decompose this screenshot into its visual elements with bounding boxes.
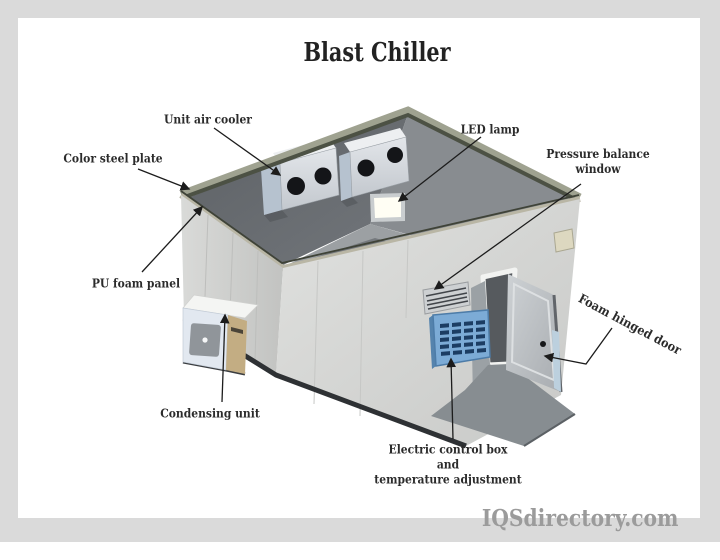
label-text: and	[436, 456, 460, 472]
label-condensing-unit: Condensing unit	[160, 406, 260, 421]
fan-4	[387, 147, 403, 163]
label-text: Electric control box	[388, 441, 508, 457]
floor-shadow	[310, 238, 430, 277]
roof-rim	[179, 106, 582, 272]
label-text: window	[575, 161, 621, 176]
page-title: Blast Chiller	[303, 38, 451, 68]
pressure-balance-window-graphic	[422, 281, 471, 315]
switch-plate-graphic	[553, 228, 575, 253]
unit-air-cooler-graphic-2	[339, 128, 410, 207]
unit-air-cooler-graphic-1	[261, 138, 340, 222]
led-lamp-graphic	[370, 193, 405, 222]
label-led-lamp: LED lamp	[461, 122, 520, 137]
label-text: Unit air cooler	[164, 111, 252, 127]
label-text: Foam hinged door	[576, 290, 684, 358]
image-frame: Blast Chiller	[0, 0, 720, 542]
label-text: temperature adjustment	[374, 471, 522, 487]
door-wall-shadow	[471, 281, 510, 404]
label-text: Condensing unit	[160, 405, 260, 421]
electric-control-box-graphic	[429, 309, 491, 369]
base-shadow	[182, 315, 467, 449]
door-panel	[506, 274, 561, 392]
arrow-pressure-balance-window	[433, 183, 582, 290]
interior-floor	[283, 224, 448, 281]
label-electric-control-box: Electric control box and temperature adj…	[374, 442, 521, 487]
label-unit-air-cooler: Unit air cooler	[164, 112, 252, 127]
door-opening	[480, 267, 518, 368]
door-handle	[540, 341, 546, 347]
label-pu-foam-panel: PU foam panel	[92, 276, 180, 291]
label-color-steel-plate: Color steel plate	[63, 151, 162, 166]
label-pressure-balance-window: Pressure balance window	[546, 146, 649, 176]
foam-hinged-door-graphic	[431, 267, 576, 447]
left-wall	[181, 195, 283, 375]
condensing-unit-graphic	[182, 294, 259, 376]
label-text: PU foam panel	[91, 275, 181, 291]
fan-1	[287, 177, 305, 195]
arrow-foam-hinged-door	[543, 327, 613, 365]
watermark: IQSdirectory.com	[481, 505, 678, 532]
arrow-condensing-unit	[219, 313, 230, 403]
fan-2	[314, 167, 332, 185]
condenser-grille	[189, 323, 221, 357]
leader-lines	[137, 127, 613, 440]
label-text: LED lamp	[460, 121, 520, 137]
floor-ramp	[431, 364, 575, 446]
label-text: Color steel plate	[63, 150, 163, 166]
arrow-led-lamp	[397, 136, 482, 202]
fan-3	[357, 159, 375, 177]
label-foam-hinged-door: Foam hinged door	[576, 291, 684, 358]
label-text: Pressure balance	[546, 146, 650, 161]
arrow-color-steel-plate	[137, 168, 191, 191]
right-wall	[276, 199, 580, 446]
arrow-pu-foam-panel	[141, 205, 203, 273]
arrow-electric-control-box	[446, 357, 457, 440]
chiller-interior	[185, 114, 580, 281]
arrow-unit-air-cooler	[213, 127, 282, 176]
interior-back-left-wall	[185, 114, 408, 265]
door-hinge-strip	[552, 330, 561, 392]
diagram-card: Blast Chiller	[18, 18, 700, 532]
